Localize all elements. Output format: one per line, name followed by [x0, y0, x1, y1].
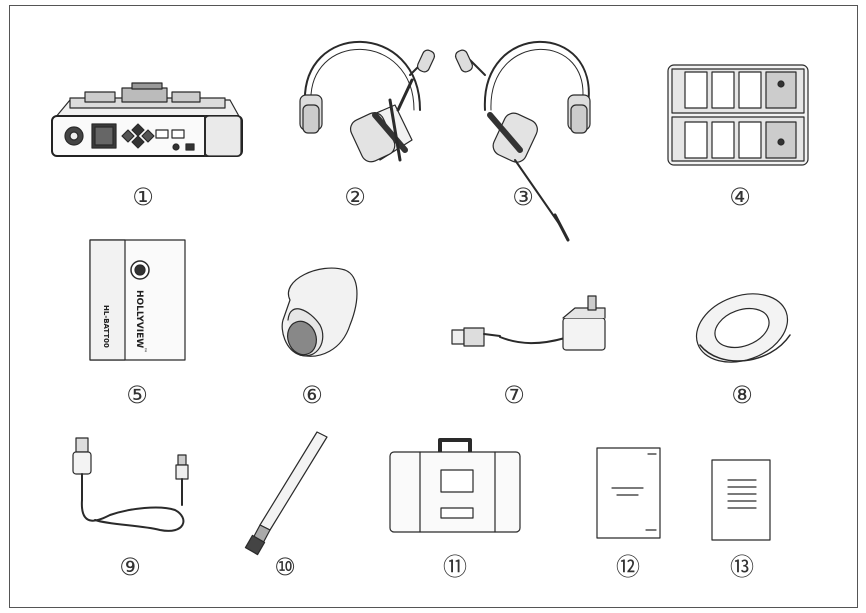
headset-left-illustration	[299, 40, 436, 163]
carrying-case-illustration	[389, 438, 521, 533]
item-number-2: ②	[344, 183, 366, 211]
battery-trademark: ™	[140, 347, 147, 353]
headset-right-illustration	[454, 40, 591, 242]
item-number-9: ⑨	[119, 553, 141, 581]
mic-windscreen-illustration	[281, 267, 358, 357]
item-number-10: ⑩	[274, 553, 296, 581]
item-number-1: ①	[132, 183, 154, 211]
diagram-frame	[9, 5, 858, 608]
battery-charger-illustration	[667, 64, 809, 166]
power-adapter-illustration	[451, 295, 606, 351]
battery-model: HL-BATT00	[102, 305, 110, 348]
antenna-illustration	[244, 431, 328, 556]
battery-illustration: HOLLYVIEW ™ HL-BATT00	[89, 239, 186, 361]
item-number-3: ③	[512, 183, 534, 211]
item-number-6: ⑥	[301, 381, 323, 409]
base-station-illustration	[51, 82, 243, 157]
battery-brand: HOLLYVIEW	[134, 290, 144, 348]
usb-cable-illustration	[72, 437, 189, 532]
document-illustration	[596, 447, 661, 539]
item-number-5: ⑤	[126, 381, 148, 409]
item-number-12: ⑫	[616, 553, 640, 581]
ear-cushion-illustration	[695, 293, 791, 363]
item-number-7: ⑦	[503, 381, 525, 409]
item-number-13: ⑬	[730, 553, 754, 581]
item-number-8: ⑧	[731, 381, 753, 409]
item-number-11: ⑪	[443, 553, 467, 581]
manual-illustration	[711, 459, 771, 541]
item-number-4: ④	[729, 183, 751, 211]
